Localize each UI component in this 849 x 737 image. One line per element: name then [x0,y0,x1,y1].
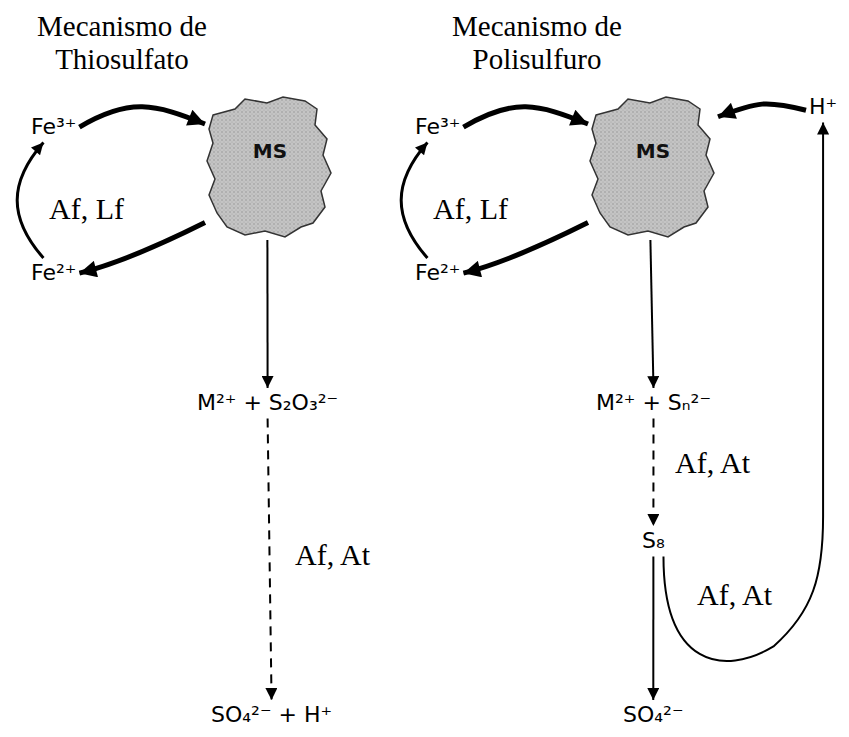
reaction-arrow [266,240,268,388]
species-formula: SO₄²⁻ + H⁺ [211,702,332,727]
reaction-arrow [79,107,205,127]
mineral-particle: MS [588,95,718,240]
species-formula: Fe²⁺ [415,260,460,285]
species-formula: Fe²⁺ [31,260,76,285]
species-formula: Fe³⁺ [415,114,460,139]
reaction-arrow [463,223,588,274]
species-formula: SO₄²⁻ [623,702,684,727]
mechanism-heading: Mecanismo de Polisulfuro [412,10,662,77]
microbe-label: Af, Lf [430,192,511,225]
species-formula: M²⁺ + S₂O₃²⁻ [197,390,338,415]
particle-shape [590,97,714,237]
particle-label: MS [588,95,718,163]
species-node: SO₄²⁻ + H⁺ [208,700,335,730]
reaction-arrow [718,104,806,117]
mechanism-heading: Mecanismo de Thiosulfato [12,10,232,77]
bacterial-oxidation-arrow [268,418,272,700]
particle-outline [205,95,335,240]
species-node: M²⁺ + S₂O₃²⁻ [194,388,341,418]
particle-label: MS [205,95,335,163]
microbe-label: Af, At [292,538,373,571]
mineral-particle: MS [205,95,335,240]
species-formula: M²⁺ + Sₙ²⁻ [596,390,711,415]
species-formula: H⁺ [809,94,837,119]
species-node: SO₄²⁻ [620,700,687,730]
particle-outline [588,95,718,240]
species-node: S₈ [639,526,668,556]
species-node: Fe³⁺ [28,112,79,142]
species-node: Fe²⁺ [412,258,463,288]
microbe-label: Af, At [672,446,753,479]
reaction-arrow [17,142,43,258]
species-formula: S₈ [642,528,665,553]
species-formula: Fe³⁺ [31,114,76,139]
microbe-label: Af, At [694,578,775,611]
reaction-arrow [650,240,653,388]
reaction-arrow [401,142,427,258]
species-node: M²⁺ + Sₙ²⁻ [593,388,714,418]
reaction-arrow [652,556,654,700]
particle-shape [207,97,331,237]
reaction-arrow [79,223,205,274]
reaction-arrow [463,107,588,127]
species-node: H⁺ [806,92,840,122]
microbe-label: Af, Lf [46,192,127,225]
species-node: Fe²⁺ [28,258,79,288]
species-node: Fe³⁺ [412,112,463,142]
bacterial-oxidation-arrow [652,418,654,526]
